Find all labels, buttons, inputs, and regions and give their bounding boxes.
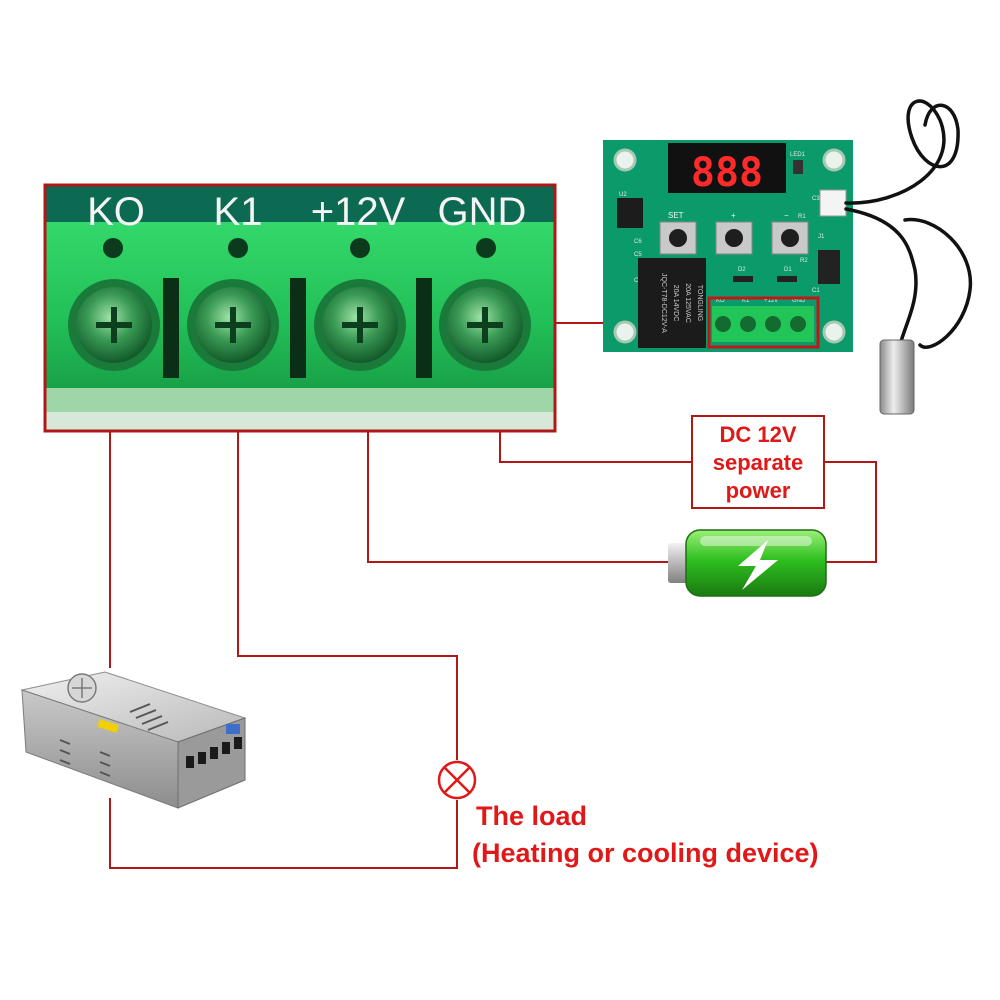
- power-supply-unit: [20, 671, 247, 809]
- load-icon: [437, 760, 477, 800]
- mount-hole: [613, 148, 637, 172]
- psu-front: [177, 717, 246, 809]
- psu-terminal: [210, 747, 218, 759]
- probe-tip: [879, 339, 915, 415]
- psu-warning-label: [97, 719, 119, 733]
- terminal-block-enlarged: KO K1 +12V GND: [43, 183, 557, 433]
- power-source-box: DC 12V separate power: [691, 415, 825, 509]
- mount-hole: [822, 148, 846, 172]
- wire-12v-to-battery: [367, 430, 670, 563]
- screw-12v-icon: [314, 279, 406, 371]
- silk-terminal-gnd: GND: [792, 298, 806, 304]
- wires: [109, 322, 877, 869]
- button-minus[interactable]: [771, 221, 809, 255]
- button-label-set: SET: [668, 211, 684, 220]
- terminal-divider: [290, 278, 306, 378]
- power-source-line1: DC 12V: [719, 422, 796, 447]
- module-terminal-highlight: [707, 296, 820, 349]
- screw-gnd-icon: [439, 279, 531, 371]
- terminal-divider: [163, 278, 179, 378]
- mount-hole: [822, 320, 846, 344]
- power-source-frame: [691, 415, 825, 509]
- load-description: (Heating or cooling device): [472, 838, 819, 868]
- terminal-screws: [68, 279, 531, 371]
- button-label-minus: −: [784, 211, 789, 220]
- battery-icon: [668, 529, 827, 597]
- psu-terminal: [198, 752, 206, 764]
- wire-psu-to-load: [109, 798, 458, 869]
- terminal-label-gnd: GND: [438, 190, 527, 234]
- silk-r2: R2: [800, 258, 808, 264]
- silk-terminal-k1: K1: [742, 298, 750, 304]
- button-plus[interactable]: [715, 221, 753, 255]
- terminal-divider: [416, 278, 432, 378]
- psu-terminal: [222, 742, 230, 754]
- silk-r1: R1: [798, 214, 806, 220]
- psu-terminal: [186, 756, 194, 768]
- terminal-block-frame: [43, 183, 557, 433]
- battery-terminal: [668, 543, 690, 583]
- wire-k1-to-load: [237, 430, 458, 760]
- silk-c1: C1: [812, 288, 820, 294]
- diode-d2: [733, 276, 753, 282]
- psu-trimpot: [226, 724, 240, 734]
- terminal-label-k1: K1: [214, 190, 263, 234]
- mount-hole: [613, 320, 637, 344]
- silk-c3: C3: [812, 196, 820, 202]
- terminal-label-12v: +12V: [311, 190, 406, 234]
- power-source-line2: separate: [713, 450, 804, 475]
- screw-ko-icon: [68, 279, 160, 371]
- silk-d2: D2: [738, 267, 746, 273]
- relay-rating-2: 20A 14VDC: [672, 285, 679, 322]
- silk-j1: J1: [818, 234, 825, 240]
- silk-led1: LED1: [790, 152, 806, 158]
- terminal-hole-k1: [228, 238, 248, 258]
- relay-rating-1: 20A 125VAC: [684, 283, 691, 323]
- silk-terminal-ko: KO: [716, 298, 725, 304]
- button-set[interactable]: [659, 221, 697, 255]
- wire-powerbox-to-battery: [824, 461, 877, 563]
- led-indicator: [793, 160, 803, 174]
- button-label-plus: +: [731, 211, 736, 220]
- terminal-hole-12v: [350, 238, 370, 258]
- psu-terminal: [234, 737, 242, 749]
- diode-d1: [777, 276, 797, 282]
- silk-u2: U2: [619, 192, 627, 198]
- thermostat-module: 888 LED1 U2 SET + − C3 R1 C6 C5 C4 D2 D1…: [603, 140, 853, 352]
- load-title: The load: [476, 801, 587, 831]
- module-screw-icon: [765, 316, 781, 332]
- module-screw-icon: [740, 316, 756, 332]
- silk-c5: C5: [634, 252, 642, 258]
- wire-gnd-to-powerbox: [499, 430, 692, 463]
- display-digits: 888: [691, 150, 763, 196]
- temperature-probe: [844, 99, 973, 349]
- silk-terminal-12v: +12V: [764, 298, 778, 304]
- silk-d1: D1: [784, 267, 792, 273]
- terminal-hole-gnd: [476, 238, 496, 258]
- terminal-block-base: [45, 388, 555, 416]
- power-source-line3: power: [726, 478, 791, 503]
- regulator: [818, 250, 840, 284]
- terminal-label-ko: KO: [87, 190, 145, 234]
- module-screw-icon: [790, 316, 806, 332]
- sensor-connector: [819, 189, 847, 217]
- silk-c6: C6: [634, 239, 642, 245]
- screw-k1-icon: [187, 279, 279, 371]
- lightning-icon: [738, 540, 778, 590]
- ic-chip: [617, 198, 643, 228]
- terminal-hole-ko: [103, 238, 123, 258]
- relay: [638, 258, 706, 348]
- led-display: [668, 143, 786, 193]
- relay-brand: TONGLING: [696, 285, 703, 321]
- terminal-block-base-edge: [45, 412, 555, 431]
- module-screw-icon: [715, 316, 731, 332]
- relay-model: JQC-T78-DC12V-A: [660, 273, 667, 333]
